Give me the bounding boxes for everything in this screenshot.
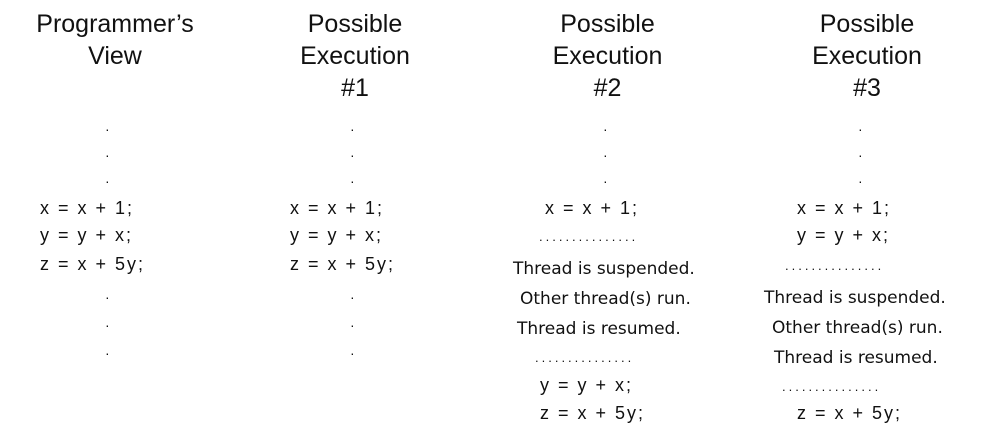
column-heading: Programmer’s View [0, 8, 230, 72]
code-line: x = x + 1; [545, 198, 640, 218]
column-execution-3: Possible Execution #3 · · · x = x + 1; y… [752, 0, 982, 433]
ellipsis-dot: · [105, 121, 110, 137]
code-line: x = x + 1; [40, 198, 135, 218]
ellipsis-dot: · [105, 345, 110, 361]
ellipsis-dot: · [858, 173, 863, 189]
ellipsis-dot: · [350, 345, 355, 361]
column-heading: Possible Execution #1 [240, 8, 470, 104]
ellipsis-dot: · [858, 147, 863, 163]
ellipsis-dot: · [350, 317, 355, 333]
code-line: z = x + 5y; [290, 254, 396, 274]
code-line: z = x + 5y; [40, 254, 146, 274]
heading-line: Execution [300, 42, 410, 70]
code-line: x = x + 1; [797, 198, 892, 218]
code-line: z = x + 5y; [797, 403, 903, 423]
thread-note: Other thread(s) run. [772, 318, 943, 338]
ellipsis-dot: · [603, 173, 608, 189]
thread-note: Thread is suspended. [513, 259, 695, 279]
column-execution-2: Possible Execution #2 · · · x = x + 1; .… [495, 0, 720, 433]
code-line: x = x + 1; [290, 198, 385, 218]
thread-note: Thread is resumed. [774, 348, 938, 368]
heading-line: #3 [853, 74, 881, 102]
code-line: y = y + x; [40, 225, 134, 245]
thread-note: Thread is resumed. [517, 319, 681, 339]
heading-line: Possible [819, 10, 915, 38]
ellipsis-dot: · [350, 173, 355, 189]
ellipsis-dot: · [858, 121, 863, 137]
ellipsis-dot: · [105, 317, 110, 333]
thread-note: Other thread(s) run. [520, 289, 691, 309]
code-line: y = y + x; [540, 375, 634, 395]
ellipsis-dot: · [350, 121, 355, 137]
ellipsis-dot: · [105, 173, 110, 189]
ellipsis-dot: · [603, 147, 608, 163]
ellipsis-dot: · [105, 147, 110, 163]
column-programmers-view: Programmer’s View · · · x = x + 1; y = y… [0, 0, 230, 433]
code-line: y = y + x; [290, 225, 384, 245]
heading-line: #1 [341, 74, 369, 102]
column-heading: Possible Execution #3 [752, 8, 982, 104]
ellipsis-dot: · [105, 289, 110, 305]
heading-line: Possible [560, 10, 655, 38]
ellipsis-dot: · [350, 289, 355, 305]
column-heading: Possible Execution #2 [495, 8, 720, 104]
heading-line: View [88, 42, 142, 70]
ellipsis-dot: · [350, 147, 355, 163]
heading-line: Programmer’s [36, 10, 194, 38]
thread-note: Thread is suspended. [764, 288, 946, 308]
column-execution-1: Possible Execution #1 · · · x = x + 1; y… [240, 0, 470, 433]
leader-dots: ............... [785, 258, 885, 273]
heading-line: #2 [593, 74, 622, 102]
heading-line: Execution [552, 42, 663, 70]
leader-dots: ............... [782, 379, 882, 394]
leader-dots: ............... [535, 350, 635, 365]
ellipsis-dot: · [603, 121, 608, 137]
heading-line: Execution [812, 42, 922, 70]
heading-line: Possible [307, 10, 403, 38]
code-line: z = x + 5y; [540, 403, 646, 423]
code-line: y = y + x; [797, 225, 891, 245]
leader-dots: ............... [539, 229, 639, 244]
